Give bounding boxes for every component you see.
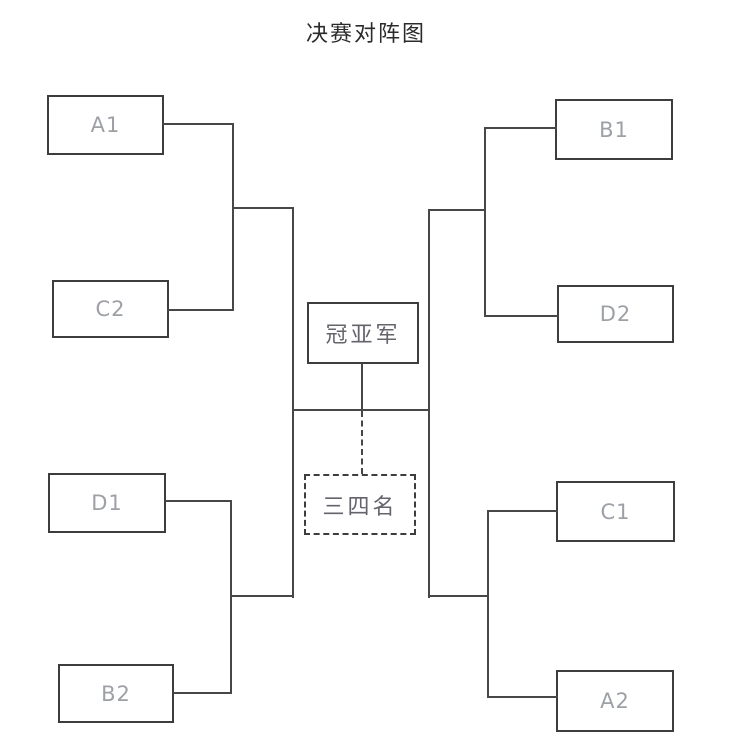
connector-d2 [484,315,559,317]
team-box-c2: C2 [52,280,169,338]
final-box-stem [361,363,363,411]
connector-c1 [487,510,558,512]
semifinal-left-bottom-stub [230,595,294,597]
page-title: 决赛对阵图 [305,21,426,46]
team-label-d2: D2 [599,302,632,326]
connector-a1 [162,123,234,125]
team-label-c1: C1 [600,499,631,524]
semifinal-right-top-vertical [484,127,486,317]
third-place-dashed-stem [361,411,363,474]
connector-a2 [487,696,558,698]
team-box-d2: D2 [557,285,674,343]
team-label-d1: D1 [91,491,123,515]
team-label-a2: A2 [600,689,630,713]
third-place-label: 三四名 [322,494,398,520]
semifinal-right-bottom-vertical [487,510,489,698]
team-label-c2: C2 [95,297,126,321]
semifinal-left-top-stub [232,207,294,209]
team-box-b1: B1 [555,99,673,160]
semifinal-left-bottom-vertical [230,500,232,694]
semifinal-right-top-stub [428,209,486,211]
semifinal-left-top-vertical [232,123,234,311]
team-label-a1: A1 [90,113,121,137]
final-winner-label: 冠亚军 [325,323,401,348]
team-box-d1: D1 [48,473,166,533]
team-box-c1: C1 [556,481,675,542]
connector-c2 [167,309,234,311]
final-left-vertical [292,207,294,598]
third-place-box: 三四名 [304,474,416,535]
connector-b2 [173,692,232,694]
connector-d1 [165,500,232,502]
team-box-a1: A1 [47,95,164,155]
semifinal-right-bottom-stub [428,595,489,597]
team-label-b2: B2 [101,681,131,706]
connector-b1 [484,127,557,129]
final-winner-box: 冠亚军 [307,302,419,364]
team-box-a2: A2 [556,670,674,732]
team-box-b2: B2 [58,664,174,723]
team-label-b1: B1 [599,117,629,142]
final-right-vertical [428,209,430,598]
